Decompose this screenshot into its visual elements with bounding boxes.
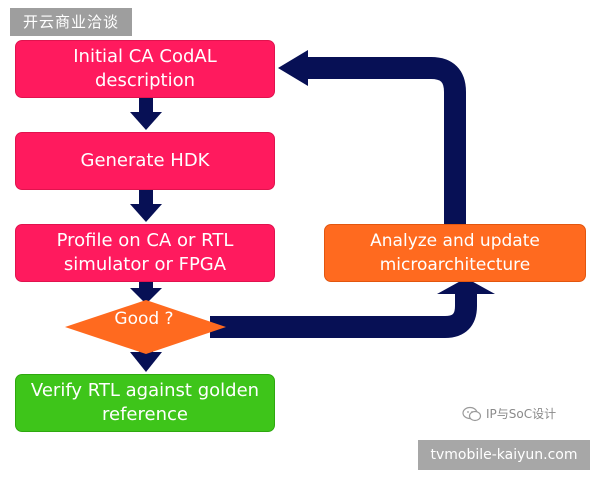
brand-watermark-text: IP与SoC设计	[486, 407, 557, 421]
arrow-step1-to-step2	[130, 98, 162, 130]
step-generate-hdk: Generate HDK	[15, 132, 275, 190]
arrow-step2-to-step3	[130, 190, 162, 222]
brand-watermark: IP与SoC设计	[462, 405, 556, 422]
step-initial-description: Initial CA CodAL description	[15, 40, 275, 98]
decision-label: Good ?	[114, 309, 174, 329]
wechat-icon	[462, 406, 482, 421]
watermark-bottom-right: tvmobile-kaiyun.com	[418, 440, 590, 470]
step-profile: Profile on CA or RTL simulator or FPGA	[15, 224, 275, 282]
step-analyze-update: Analyze and update microarchitecture	[324, 224, 586, 282]
arrow-step3-to-decision	[130, 282, 162, 304]
feedback-path-to-update	[210, 292, 477, 338]
feedback-path-to-start	[304, 57, 466, 224]
feedback-arrowhead-up	[437, 278, 495, 294]
feedback-arrowhead-left	[278, 50, 308, 86]
decision-diamond	[65, 300, 226, 354]
watermark-top-left: 开云商业洽谈	[10, 8, 132, 36]
step-verify-rtl: Verify RTL against golden reference	[15, 374, 275, 432]
